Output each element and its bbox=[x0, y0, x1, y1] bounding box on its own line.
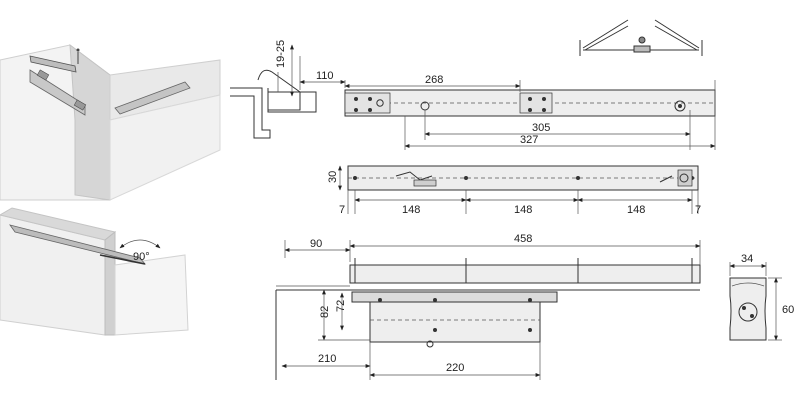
dim-30: 30 bbox=[327, 171, 339, 183]
dim-305: 305 bbox=[532, 122, 550, 134]
dim-34: 34 bbox=[741, 253, 753, 265]
dim-268: 268 bbox=[425, 74, 443, 86]
dim-7-right: 7 bbox=[695, 204, 701, 216]
track-bottom-view: 90 458 82 72 210 220 bbox=[275, 233, 701, 380]
dim-220: 220 bbox=[446, 362, 464, 374]
track-middle-view: 30 7 148 148 148 7 bbox=[327, 165, 701, 216]
dim-82: 82 bbox=[319, 306, 331, 318]
arm-schematic-icon bbox=[579, 19, 703, 56]
door-corner-illustration bbox=[0, 43, 221, 201]
dim-148-a: 148 bbox=[402, 204, 420, 216]
angle-label: 90° bbox=[133, 251, 150, 263]
dim-458: 458 bbox=[514, 233, 532, 245]
dim-148-c: 148 bbox=[627, 204, 645, 216]
dim-110: 110 bbox=[316, 70, 334, 82]
track-top-view: 19-25 110 268 305 327 bbox=[230, 40, 716, 150]
dim-327: 327 bbox=[520, 134, 538, 146]
door-opening-illustration: 90° bbox=[0, 207, 189, 336]
dim-210: 210 bbox=[318, 353, 336, 365]
dim-7-left: 7 bbox=[339, 204, 345, 216]
dim-60: 60 bbox=[782, 304, 794, 316]
dim-72: 72 bbox=[335, 300, 347, 312]
dim-90: 90 bbox=[310, 238, 322, 250]
end-profile-view: 34 60 bbox=[729, 253, 794, 341]
dim-148-b: 148 bbox=[514, 204, 532, 216]
dim-19-25: 19-25 bbox=[275, 40, 287, 68]
